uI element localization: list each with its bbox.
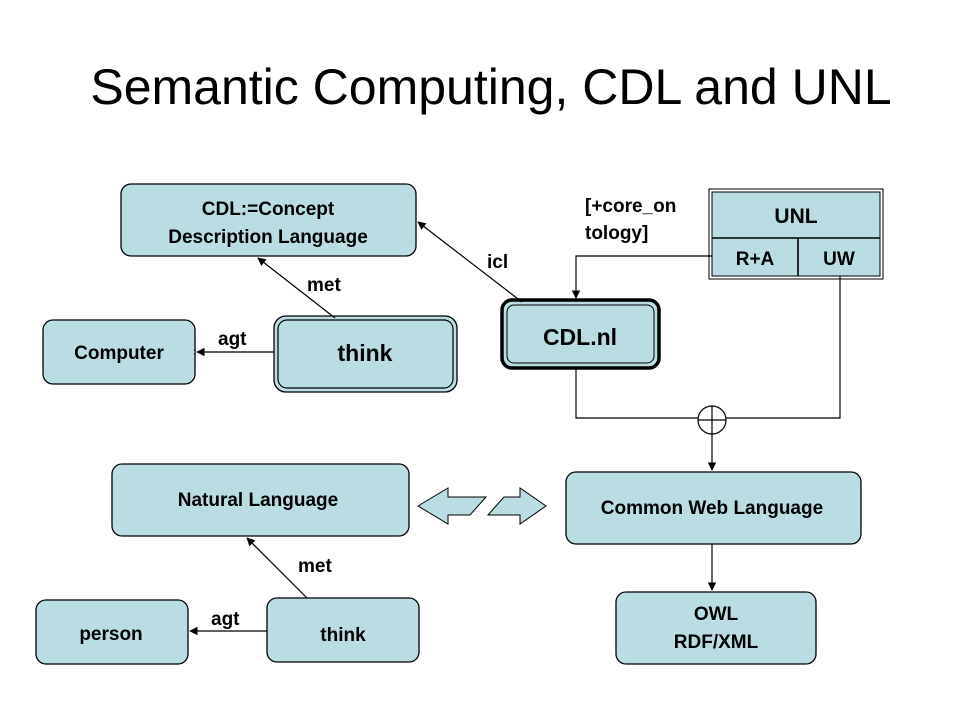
core-ontology-annotation-line1: [+core_on — [585, 196, 676, 217]
page-title: Semantic Computing, CDL and UNL — [90, 59, 891, 115]
ra-to-cdl-nl-edge — [571, 255, 712, 299]
unl-table: UNL R+A UW — [708, 188, 884, 280]
agt-top-label: agt — [218, 329, 247, 350]
unl-header: UNL — [774, 205, 817, 228]
rdf-xml-label: RDF/XML — [674, 632, 759, 653]
cdl-nl-to-join-edge — [575, 368, 698, 419]
cdl-nl-label: CDL.nl — [543, 324, 617, 350]
cdl-definition-line2: Description Language — [168, 227, 368, 248]
unl-ra-cell: R+A — [736, 249, 775, 270]
owl-rdf-xml-node: OWL RDF/XML — [615, 591, 817, 665]
person-label: person — [79, 624, 142, 645]
think-top-node: think — [273, 315, 458, 393]
met-top-label: met — [307, 275, 341, 296]
think-bottom-node: think — [266, 597, 420, 663]
common-web-language-node: Common Web Language — [565, 471, 862, 545]
met-top-edge — [257, 257, 336, 319]
person-node: person — [35, 599, 189, 665]
natural-language-node: Natural Language — [111, 463, 410, 537]
computer-label: Computer — [74, 343, 164, 364]
icl-label: icl — [487, 252, 508, 273]
join-operator — [697, 405, 727, 435]
core-ontology-annotation-line2: tology] — [585, 223, 648, 244]
owl-label: OWL — [694, 604, 739, 625]
computer-node: Computer — [42, 319, 196, 385]
icl-edge — [417, 221, 523, 303]
think-top-label: think — [338, 340, 393, 366]
natural-language-label: Natural Language — [178, 490, 338, 511]
met-bottom-label: met — [298, 556, 332, 577]
unl-uw-cell: UW — [823, 249, 855, 270]
cdl-definition-line1: CDL:=Concept — [202, 199, 335, 220]
met-bottom-edge — [246, 537, 308, 599]
uw-to-join-edge — [726, 276, 841, 419]
think-bottom-label: think — [320, 625, 366, 646]
agt-bottom-label: agt — [211, 609, 240, 630]
common-web-language-label: Common Web Language — [601, 498, 823, 519]
bidirectional-arrow — [417, 487, 547, 525]
cdl-nl-node: CDL.nl — [500, 298, 661, 370]
cdl-definition-node: CDL:=Concept Description Language — [120, 183, 417, 257]
